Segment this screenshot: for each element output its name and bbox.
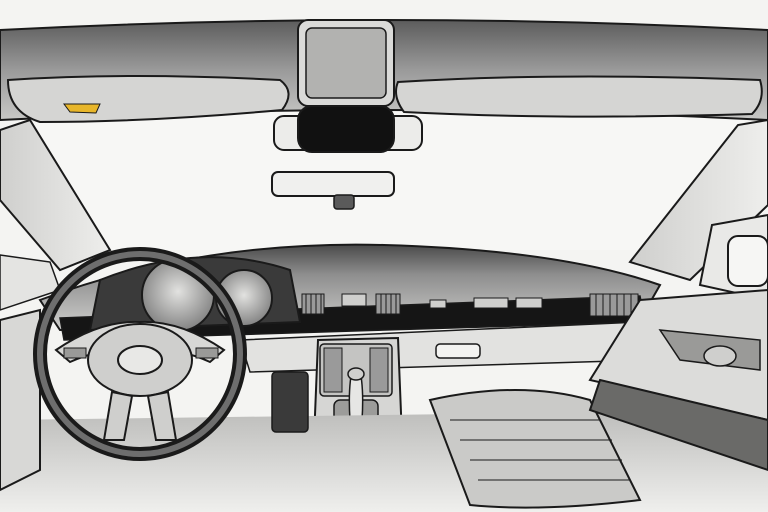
right-sun-visor [395,75,763,118]
dash-button [429,299,447,309]
glovebox-handle [435,343,481,359]
air-vent-icon [589,293,639,317]
right-side-mirror [727,235,768,287]
left-a-pillar [0,118,112,272]
dash-display-slot-2 [515,297,543,309]
rearview-mirror-icon [297,105,395,153]
air-vent-icon [301,293,325,315]
overhead-console-panel [305,27,387,99]
steering-wheel-icon [33,247,247,461]
pedal [271,371,309,433]
left-door-panel [0,308,41,492]
door-handle [703,345,737,367]
right-a-pillar [628,118,768,282]
dash-display-slot [473,297,509,309]
hazard-panel [341,293,367,307]
dash-camera-mirror [271,171,395,197]
air-vent-icon [323,347,389,393]
seat-icon [428,389,642,509]
air-vent-icon [375,293,401,315]
right-door-trim [588,378,768,472]
mirror-stem [333,194,355,210]
visor-tag [63,103,101,114]
